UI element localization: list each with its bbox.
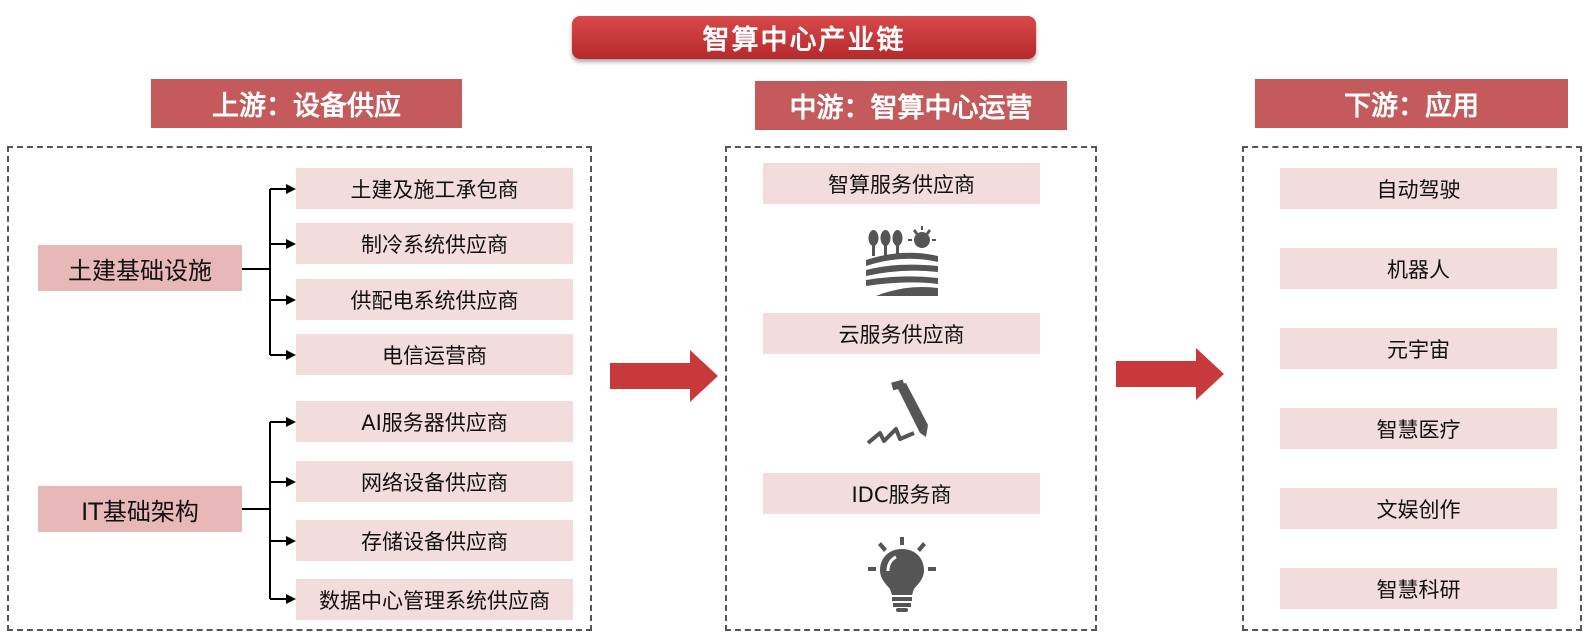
flow-arrow-right-icon [1116,348,1224,400]
midstream-item: IDC服务商 [763,473,1040,514]
upstream-item: 数据中心管理系统供应商 [296,579,573,620]
upstream-header: 上游：设备供应 [151,79,462,128]
upstream-panel [7,146,592,631]
upstream-item: 电信运营商 [296,334,573,375]
upstream-item: 供配电系统供应商 [296,279,573,320]
downstream-item: 智慧医疗 [1280,408,1557,449]
upstream-item: AI服务器供应商 [296,401,573,442]
midstream-panel [725,146,1097,631]
downstream-item: 文娱创作 [1280,488,1557,529]
upstream-item: 网络设备供应商 [296,461,573,502]
pen-signature-icon [866,379,928,445]
upstream-item: 存储设备供应商 [296,520,573,561]
midstream-header: 中游：智算中心运营 [755,81,1067,130]
midstream-item: 云服务供应商 [763,313,1040,354]
downstream-item: 元宇宙 [1280,328,1557,369]
lightbulb-icon [868,537,936,612]
midstream-item: 智算服务供应商 [763,163,1040,204]
flow-arrow-right-icon [610,350,718,402]
downstream-item: 自动驾驶 [1280,168,1557,209]
downstream-header: 下游：应用 [1255,79,1568,128]
upstream-item: 制冷系统供应商 [296,223,573,264]
farm-field-icon [866,226,938,296]
downstream-panel [1242,146,1582,631]
category-civil-infrastructure: 土建基础设施 [38,245,242,291]
page-title: 智算中心产业链 [572,16,1036,59]
downstream-item: 机器人 [1280,248,1557,289]
downstream-item: 智慧科研 [1280,568,1557,609]
category-it-infrastructure: IT基础架构 [38,486,242,532]
upstream-item: 土建及施工承包商 [296,168,573,209]
